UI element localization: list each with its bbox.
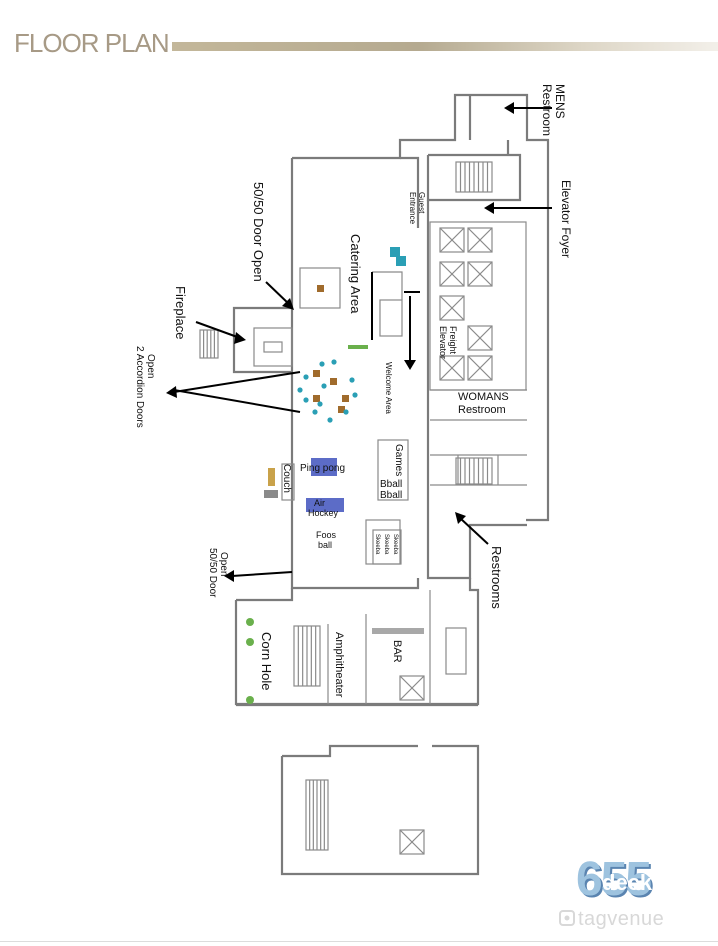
label-freight-elevator: Freight Elevator xyxy=(438,326,458,359)
label-bball-2: Bball xyxy=(380,490,402,501)
label-door-open-top: 50/50 Door Open xyxy=(251,182,266,282)
lower-section xyxy=(234,578,480,707)
header-divider xyxy=(172,42,718,51)
tagvenue-icon xyxy=(559,910,575,926)
label-accordion-doors: 2 Accordion Doors Open xyxy=(134,346,156,431)
annotation-arrows xyxy=(166,102,552,582)
label-amphitheater: Amphitheater xyxy=(333,632,345,698)
ping-pong-table xyxy=(311,458,337,476)
catering-area-furniture xyxy=(299,247,420,349)
label-restrooms: Restrooms xyxy=(489,546,504,609)
label-bar: BAR xyxy=(391,640,403,663)
fireplace-lounge xyxy=(232,306,293,374)
stairs xyxy=(199,161,493,851)
room-labels: MENS Restroom Elevator Foyer Guest Entra… xyxy=(134,84,573,698)
label-fireplace: Fireplace xyxy=(173,286,188,339)
elevator-bank xyxy=(429,221,527,391)
welcome-area-seating xyxy=(297,359,358,423)
lower-floor-outline xyxy=(280,744,480,876)
logo-number: 655 xyxy=(576,853,652,906)
label-ping-pong: Ping pong xyxy=(300,463,345,474)
label-skeeball: Skeeba Skeeba Skeeba xyxy=(374,534,398,556)
page-title: FLOOR PLAN xyxy=(14,28,170,58)
label-foosball: Foos ball xyxy=(316,530,339,550)
label-door-open-bottom: 50/50 Door Open xyxy=(207,548,229,600)
label-corn-hole: Corn Hole xyxy=(259,632,274,691)
label-elevator-foyer: Elevator Foyer xyxy=(559,180,573,258)
watermark-text: tagvenue xyxy=(578,908,665,930)
brand-logo: 655 deck xyxy=(576,852,696,912)
label-bball-1: Bball xyxy=(380,479,402,490)
catering-table xyxy=(317,285,324,292)
label-welcome-area: Welcome Area xyxy=(384,362,393,414)
air-hockey-table xyxy=(306,498,344,512)
label-catering-area: Catering Area xyxy=(348,234,363,314)
label-couch: Couch xyxy=(281,464,292,493)
game-room xyxy=(264,439,409,565)
label-womans-restroom: WOMANS Restroom xyxy=(458,391,512,416)
label-air-hockey: Air Hockey xyxy=(308,498,339,518)
page-header: FLOOR PLAN xyxy=(14,28,718,58)
label-mens-restroom: MENS Restroom xyxy=(540,84,567,136)
label-games: Games xyxy=(393,444,404,476)
logo-word: deck xyxy=(602,870,653,895)
label-guest-entrance: Guest Entrance xyxy=(408,192,426,225)
bottom-rule xyxy=(0,941,718,942)
